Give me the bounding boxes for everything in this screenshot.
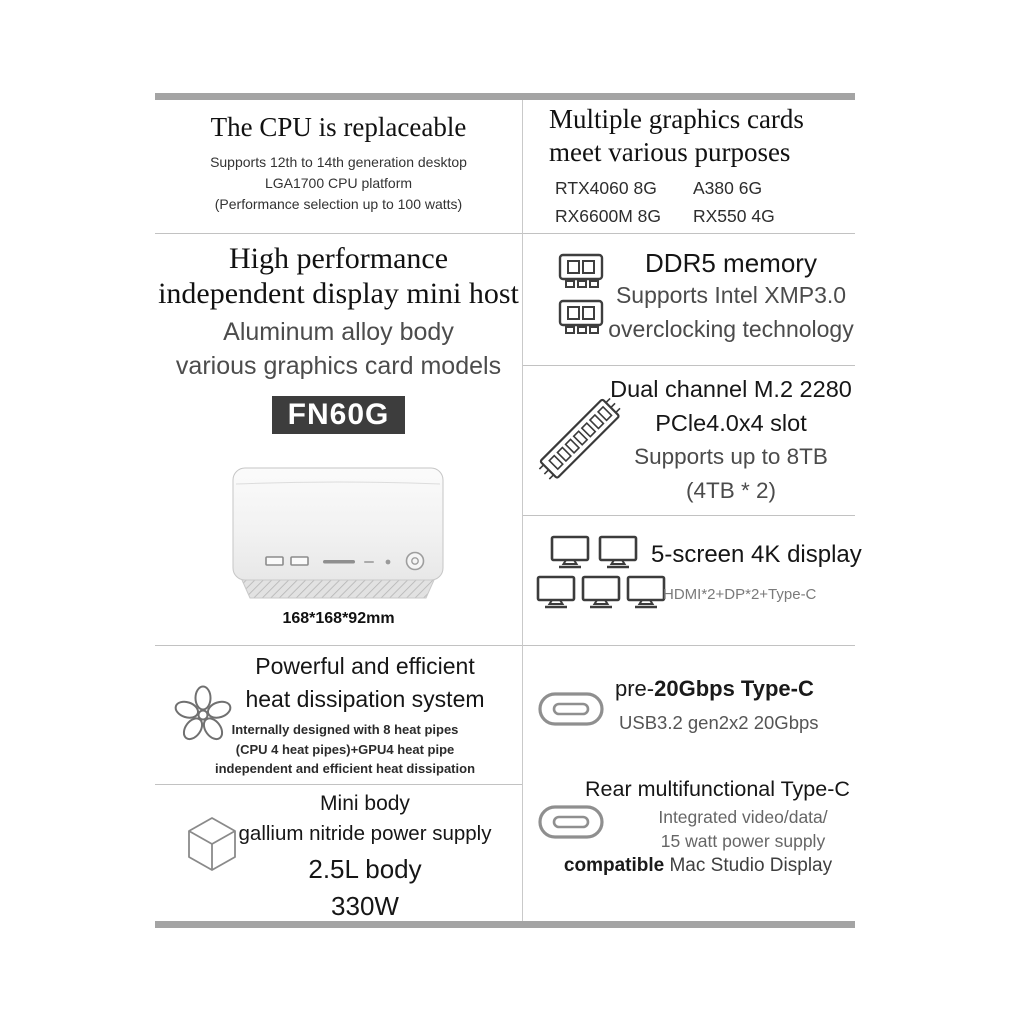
section-host: High performance independent display min… — [155, 234, 522, 644]
divider — [155, 784, 522, 785]
mini-pc-image — [232, 467, 443, 599]
cooling-desc-line: Internally designed with 8 heat pipes — [231, 722, 459, 737]
usb-c-port-icon — [538, 692, 604, 726]
divider — [155, 645, 522, 646]
dimensions-label: 168*168*92mm — [282, 610, 395, 627]
storage-line: Dual channel M.2 2280 — [610, 376, 852, 402]
model-badge: FN60G — [271, 396, 406, 434]
typec-front-sub: USB3.2 gen2x2 20Gbps — [619, 712, 819, 733]
storage-line: PCle4.0x4 slot — [655, 410, 807, 436]
gpu-title-line: Multiple graphics cards — [549, 104, 804, 134]
fan-icon — [174, 685, 232, 741]
compat-bold: compatible — [563, 855, 665, 876]
gpu-title-line: meet various purposes — [549, 137, 791, 167]
cpu-sub-line: (Performance selection up to 100 watts) — [214, 196, 463, 212]
display-sub: HDMI*2+DP*2+Type-C — [663, 586, 817, 603]
host-title-line: High performance — [228, 242, 449, 275]
monitor-icon — [598, 535, 638, 569]
power-button-icon — [405, 551, 424, 571]
typec-rear-line: 15 watt power supply — [660, 831, 826, 852]
storage-line: Supports up to 8TB — [634, 444, 828, 469]
section-cooling: Powerful and efficient heat dissipation … — [155, 646, 522, 784]
ram-icon — [558, 299, 604, 334]
memory-title: DDR5 memory — [645, 248, 817, 278]
monitor-icon — [581, 575, 621, 609]
cooling-desc-line: independent and efficient heat dissipati… — [214, 761, 476, 776]
divider — [155, 233, 522, 234]
host-title-line: independent display mini host — [158, 276, 519, 310]
body-line: 330W — [331, 891, 399, 921]
cpu-sub-line: Supports 12th to 14th generation desktop — [210, 154, 467, 170]
body-line: Mini body — [320, 792, 410, 815]
body-line: 2.5L body — [308, 854, 422, 884]
divider — [523, 233, 855, 234]
typec-rear-title: Rear multifunctional Type-C — [585, 777, 850, 801]
gpu-card: A380 6G — [693, 178, 763, 198]
host-sub-line: Aluminum alloy body — [223, 318, 454, 346]
memory-line: Supports Intel XMP3.0 — [615, 282, 847, 308]
monitor-icon — [626, 575, 666, 609]
usb-c-port-icon — [538, 805, 604, 839]
section-display: 5-screen 4K display HDMI*2+DP*2+Type-C — [523, 516, 862, 645]
cube-icon — [188, 817, 236, 871]
cpu-title: The CPU is replaceable — [210, 112, 467, 142]
display-title: 5-screen 4K display — [651, 541, 862, 568]
section-typec-rear: Rear multifunctional Type-C Integrated v… — [523, 765, 855, 921]
monitor-icon — [536, 575, 576, 609]
memory-line: overclocking technology — [608, 316, 854, 342]
top-bar — [155, 93, 855, 100]
sd-slot-icon — [322, 560, 355, 564]
cooling-desc-line: (CPU 4 heat pipes)+GPU4 heat pipe — [235, 741, 455, 757]
compat-rest: Mac Studio Display — [669, 855, 833, 876]
cooling-title-line: heat dissipation system — [245, 685, 485, 712]
storage-line: (4TB * 2) — [685, 478, 777, 503]
divider — [523, 365, 855, 366]
cooling-title-line: Powerful and efficient — [255, 653, 475, 679]
section-gpu: Multiple graphics cards meet various pur… — [523, 95, 855, 233]
cpu-sub-line: LGA1700 CPU platform — [264, 175, 413, 191]
section-cpu: The CPU is replaceable Supports 12th to … — [155, 95, 522, 233]
monitor-icon — [550, 535, 590, 569]
usb-port-icon — [289, 556, 309, 566]
section-typec-front: pre-20Gbps Type-C USB3.2 gen2x2 20Gbps — [523, 646, 855, 765]
divider — [523, 645, 855, 646]
gpu-card: RTX4060 8G — [555, 178, 657, 198]
bottom-bar — [155, 921, 855, 928]
gpu-card: RX6600M 8G — [555, 206, 662, 226]
typec-rear-line: Integrated video/data/ — [658, 807, 828, 827]
typec-front-bold: 20Gbps Type-C — [654, 676, 814, 701]
ssd-icon — [538, 397, 621, 480]
typec-front-prefix: pre- — [615, 676, 655, 701]
gpu-card: RX550 4G — [693, 206, 775, 226]
section-memory: DDR5 memory Supports Intel XMP3.0 overcl… — [523, 234, 855, 365]
ram-icon — [558, 253, 604, 288]
host-sub-line: various graphics card models — [175, 351, 502, 380]
section-body: Mini body gallium nitride power supply 2… — [155, 785, 522, 921]
body-line: gallium nitride power supply — [238, 822, 492, 845]
usb-port-icon — [264, 556, 284, 566]
column-divider — [522, 100, 523, 921]
section-storage: Dual channel M.2 2280 PCle4.0x4 slot Sup… — [523, 366, 855, 515]
divider — [523, 515, 855, 516]
